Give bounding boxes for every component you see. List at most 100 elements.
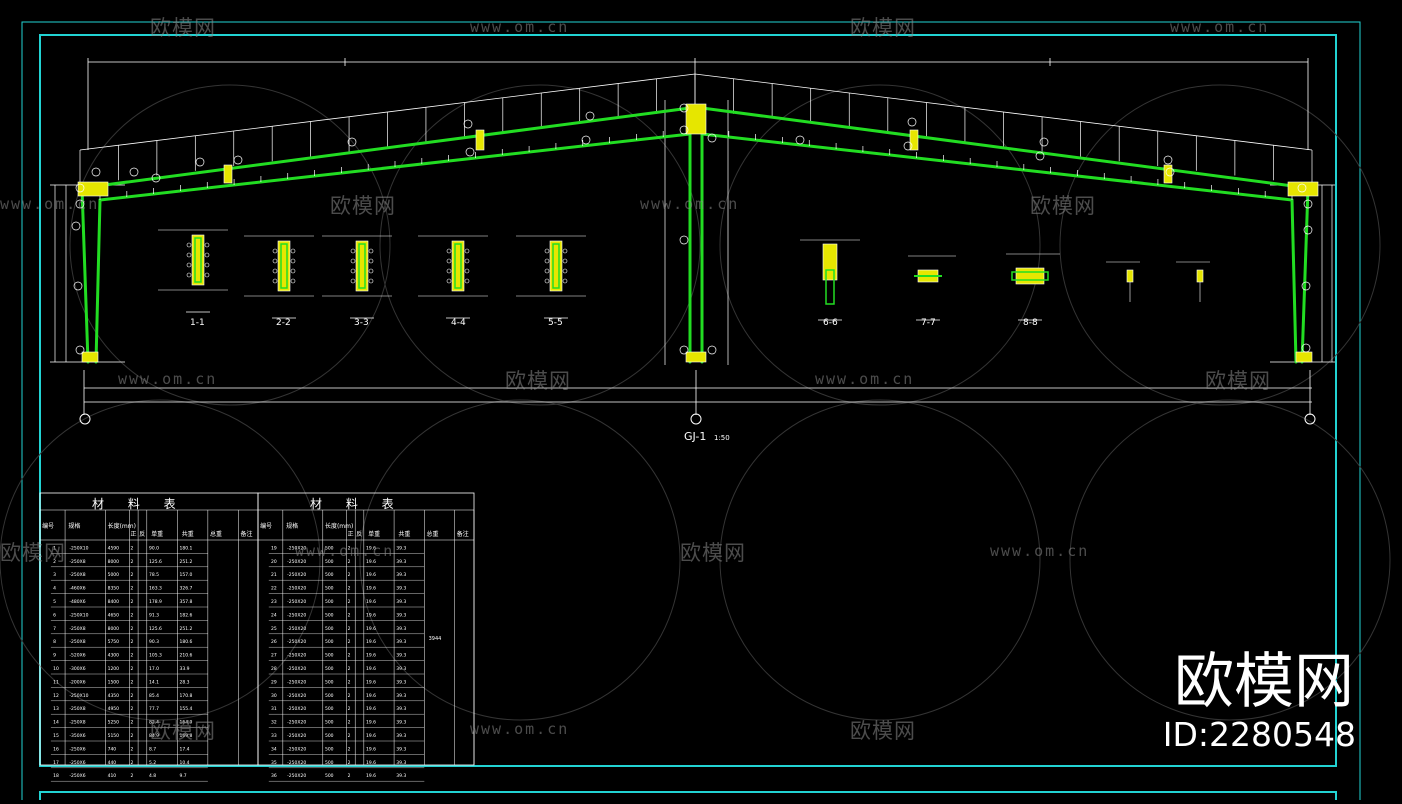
table-cell: 28.3 (180, 679, 190, 685)
table-cell: 19.6 (366, 653, 376, 659)
table-header-cell: 总重 (210, 530, 222, 538)
section-detail (800, 239, 860, 321)
table-cell: 4950 (108, 706, 120, 712)
table-cell: 500 (325, 693, 334, 699)
table-cell: 8 (53, 639, 56, 645)
callout-bubble (679, 103, 689, 113)
table-cell: 2 (348, 572, 351, 578)
table-cell: 90.0 (149, 545, 159, 551)
callout-bubble (581, 135, 591, 145)
callout-bubble (1303, 199, 1313, 209)
table-cell: 10.4 (180, 760, 190, 766)
table-cell: 24 (271, 612, 277, 618)
table-cell: 1500 (108, 679, 120, 685)
section-detail (1106, 261, 1140, 302)
table-cell: 39.3 (396, 679, 406, 685)
watermark-brand: 欧模网 (1205, 369, 1271, 393)
table-cell: 178.9 (149, 599, 162, 605)
table-cell: 91.3 (149, 612, 159, 618)
connection-plates (77, 103, 1319, 363)
table-cell: -250X20 (287, 653, 306, 659)
table-cell: 180.1 (180, 545, 193, 551)
table-cell: -250X20 (287, 639, 306, 645)
bottom-dimension-line (83, 370, 1312, 415)
watermark-url: www.om.cn (118, 370, 218, 388)
bolt-hole (446, 278, 452, 284)
bolt-hole (368, 258, 374, 264)
table-cell: 15 (53, 733, 59, 739)
table-cell: 500 (325, 612, 334, 618)
table-header-cell: 备注 (457, 530, 469, 538)
table-cell: 8400 (108, 599, 120, 605)
table-cell: 9 (53, 653, 56, 659)
table-cell: -250X20 (287, 706, 306, 712)
table-cell: 125.6 (149, 559, 162, 565)
callout-bubble (903, 141, 913, 151)
table-cell: 500 (325, 746, 334, 752)
table-cell: 35 (271, 760, 277, 766)
table-cell: 17 (53, 760, 59, 766)
table-cell: 2 (348, 612, 351, 618)
table-cell: 5 (53, 599, 56, 605)
plate-mid-base (685, 351, 707, 363)
table-cell: 2 (348, 653, 351, 659)
table-header-cell: 规格 (68, 522, 80, 530)
table-cell: 33.9 (180, 666, 190, 672)
table-cell: 19.6 (366, 706, 376, 712)
bolt-hole (464, 258, 470, 264)
table-cell: 7 (53, 626, 56, 632)
table-cell: 39.3 (396, 599, 406, 605)
watermark-url: www.om.cn (640, 195, 740, 213)
plate-right-eave (1287, 181, 1319, 197)
table-cell: 2 (130, 639, 133, 645)
table-cell: 39.3 (396, 545, 406, 551)
bolt-hole (464, 248, 470, 254)
bolt-hole (186, 252, 192, 258)
section-label-7: 7-7 (921, 318, 936, 328)
grid-axis-bubbles (79, 413, 1316, 425)
section-web (454, 243, 462, 289)
bolt-hole (562, 278, 568, 284)
section-detail (322, 235, 392, 319)
table-cell: 26 (271, 639, 277, 645)
table-cell: 39.3 (396, 586, 406, 592)
bolt-hole (562, 248, 568, 254)
section-web (825, 269, 835, 305)
table-cell: 39.3 (396, 639, 406, 645)
table-cell: 740 (108, 746, 117, 752)
table-header-cell: 共重 (182, 530, 194, 538)
table-cell: -250X6 (69, 746, 85, 752)
left-rafter-top (80, 106, 692, 190)
section-detail (158, 229, 228, 313)
plate-ridge (685, 103, 707, 135)
table-cell: -250X20 (287, 666, 306, 672)
table-cell: 19.6 (366, 559, 376, 565)
table-cell: 39.3 (396, 653, 406, 659)
watermark-circles (0, 84, 1391, 721)
watermark-brand: 欧模网 (850, 719, 916, 743)
table-cell: 2 (348, 545, 351, 551)
table-cell: 13 (53, 706, 59, 712)
table-cell: -250X8 (69, 639, 85, 645)
table-cell: 25 (271, 626, 277, 632)
table-cell: 2 (130, 720, 133, 726)
bolt-hole (446, 268, 452, 274)
table-cell: 251.2 (180, 626, 193, 632)
table-cell: 39.3 (396, 706, 406, 712)
left-column-outer (80, 186, 90, 364)
table-cell: 21 (271, 572, 277, 578)
table-cell: 34 (271, 746, 277, 752)
plate-left-eave (77, 181, 109, 197)
table-cell: 5750 (108, 639, 120, 645)
table-cell: -250X10 (69, 693, 88, 699)
table-cell: 2 (130, 612, 133, 618)
table-cell: 32 (271, 720, 277, 726)
section-web (280, 243, 288, 289)
bolt-hole (350, 268, 356, 274)
table-header-cell: 规格 (286, 522, 298, 530)
table-cell: 8350 (108, 586, 120, 592)
table-cell: -250X20 (287, 720, 306, 726)
table-cell: 500 (325, 706, 334, 712)
